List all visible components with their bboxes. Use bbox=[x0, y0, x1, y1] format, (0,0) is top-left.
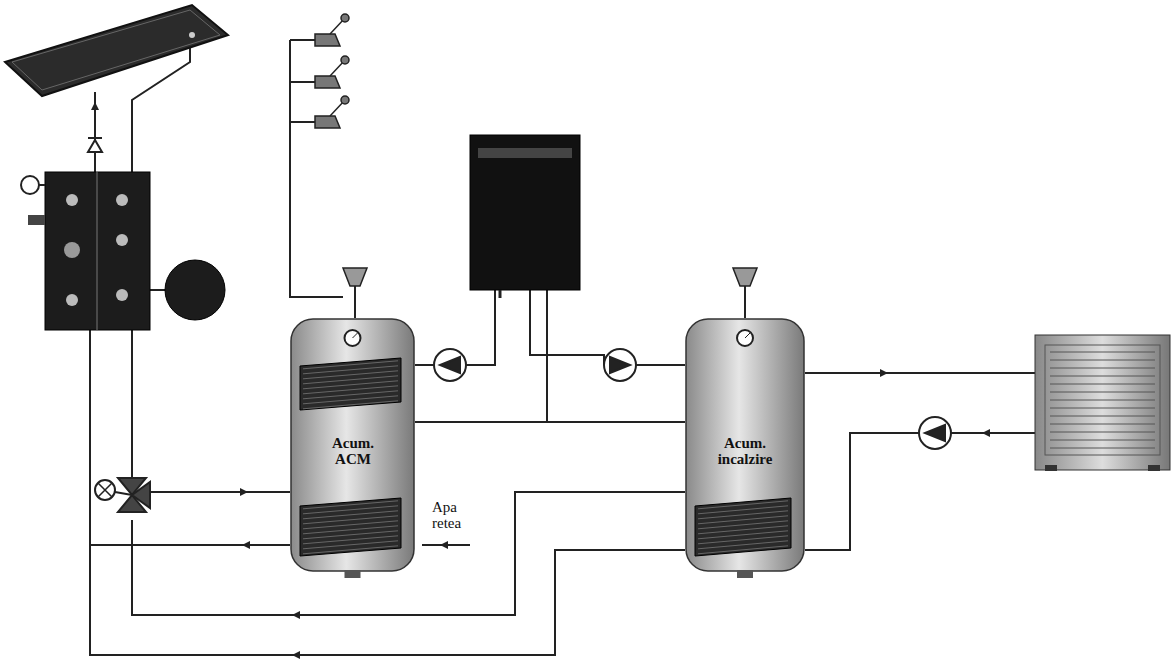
boiler bbox=[470, 135, 580, 298]
tank-label: Acum. incalzire bbox=[709, 436, 781, 468]
coil-pipe bbox=[145, 491, 290, 493]
solar-collector bbox=[5, 5, 228, 96]
solar-pipe bbox=[131, 328, 133, 480]
heat-pump bbox=[1035, 335, 1170, 471]
check-valve bbox=[88, 138, 102, 152]
pipe-label: Apa retea bbox=[432, 500, 482, 532]
tank-label: Acum. ACM bbox=[317, 436, 389, 468]
tap-pipe bbox=[290, 40, 315, 122]
water-taps bbox=[315, 14, 349, 128]
boiler-pipe bbox=[546, 290, 548, 422]
storage-tank: Acum. ACM bbox=[290, 318, 415, 580]
heat-pump-pipe bbox=[805, 433, 1035, 550]
return-pipe bbox=[90, 544, 290, 546]
flow-arrows bbox=[91, 102, 990, 659]
hot-water-pipe bbox=[290, 40, 343, 297]
heat-exchanger-coil bbox=[300, 498, 401, 556]
pipe-connector bbox=[415, 421, 685, 423]
solar-pump-station bbox=[21, 172, 150, 330]
expansion-vessel bbox=[165, 260, 225, 320]
heat-pump-pipe bbox=[805, 372, 1035, 374]
storage-tank: Acum. incalzire bbox=[685, 318, 805, 580]
heat-exchanger-coil bbox=[695, 498, 791, 556]
vessel-pipe bbox=[148, 289, 165, 291]
heat-exchanger-coil bbox=[300, 358, 401, 410]
three-way-valve bbox=[95, 478, 150, 512]
